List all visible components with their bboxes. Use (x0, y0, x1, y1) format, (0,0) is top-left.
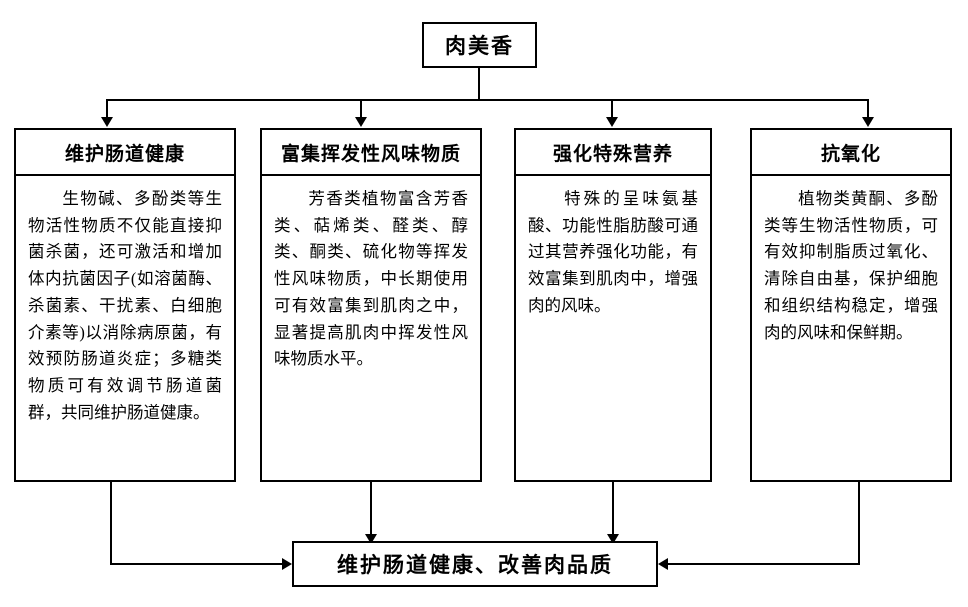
column-body-text-3: 特殊的呈味氨基酸、功能性脂肪酸可通过其营养强化功能，有效富集到肌肉中，增强肉的风… (528, 189, 698, 315)
result-line-4-vertical (858, 482, 860, 564)
column-box-1: 维护肠道健康 生物碱、多酚类等生物活性物质不仅能直接抑菌杀菌，还可激活和增加体内… (14, 128, 236, 482)
column-body-3: 特殊的呈味氨基酸、功能性脂肪酸可通过其营养强化功能，有效富集到肌肉中，增强肉的风… (516, 176, 710, 482)
column-header-3: 强化特殊营养 (516, 130, 710, 176)
distribution-bus-line (106, 99, 869, 101)
result-box: 维护肠道健康、改善肉品质 (292, 541, 658, 587)
column-header-2: 富集挥发性风味物质 (262, 130, 480, 176)
column-header-1: 维护肠道健康 (16, 130, 234, 176)
branch-line-4 (867, 99, 869, 119)
result-line-3-vertical (612, 482, 614, 536)
column-body-1: 生物碱、多酚类等生物活性物质不仅能直接抑菌杀菌，还可激活和增加体内抗菌因子(如溶… (16, 176, 234, 482)
result-line-1-horizontal (110, 563, 282, 565)
branch-line-1 (106, 99, 108, 119)
branch-line-3 (611, 99, 613, 119)
column-header-4: 抗氧化 (752, 130, 950, 176)
column-box-2: 富集挥发性风味物质 芳香类植物富含芳香类、萜烯类、醛类、醇类、酮类、硫化物等挥发… (260, 128, 482, 482)
result-line-1-vertical (110, 482, 112, 564)
title-stem-line (478, 68, 480, 100)
diagram-title-box: 肉美香 (422, 22, 537, 68)
branch-arrow-3 (606, 117, 618, 127)
result-line-4-horizontal (668, 563, 860, 565)
column-body-text-4: 植物类黄酮、多酚类等生物活性物质，可有效抑制脂质过氧化、清除自由基，保护细胞和组… (764, 189, 938, 342)
result-arrow-2 (365, 534, 377, 544)
branch-line-2 (360, 99, 362, 119)
column-body-text-1: 生物碱、多酚类等生物活性物质不仅能直接抑菌杀菌，还可激活和增加体内抗菌因子(如溶… (28, 189, 222, 422)
result-label: 维护肠道健康、改善肉品质 (337, 553, 613, 577)
column-body-4: 植物类黄酮、多酚类等生物活性物质，可有效抑制脂质过氧化、清除自由基，保护细胞和组… (752, 176, 950, 482)
result-arrow-1 (282, 558, 292, 570)
diagram-title: 肉美香 (445, 34, 514, 58)
branch-arrow-1 (101, 117, 113, 127)
column-box-4: 抗氧化 植物类黄酮、多酚类等生物活性物质，可有效抑制脂质过氧化、清除自由基，保护… (750, 128, 952, 482)
result-line-2-vertical (370, 482, 372, 536)
column-box-3: 强化特殊营养 特殊的呈味氨基酸、功能性脂肪酸可通过其营养强化功能，有效富集到肌肉… (514, 128, 712, 482)
column-body-2: 芳香类植物富含芳香类、萜烯类、醛类、醇类、酮类、硫化物等挥发性风味物质，中长期使… (262, 176, 480, 482)
column-body-text-2: 芳香类植物富含芳香类、萜烯类、醛类、醇类、酮类、硫化物等挥发性风味物质，中长期使… (274, 189, 468, 369)
branch-arrow-2 (355, 117, 367, 127)
branch-arrow-4 (862, 117, 874, 127)
result-arrow-4 (658, 558, 668, 570)
result-arrow-3 (607, 534, 619, 544)
